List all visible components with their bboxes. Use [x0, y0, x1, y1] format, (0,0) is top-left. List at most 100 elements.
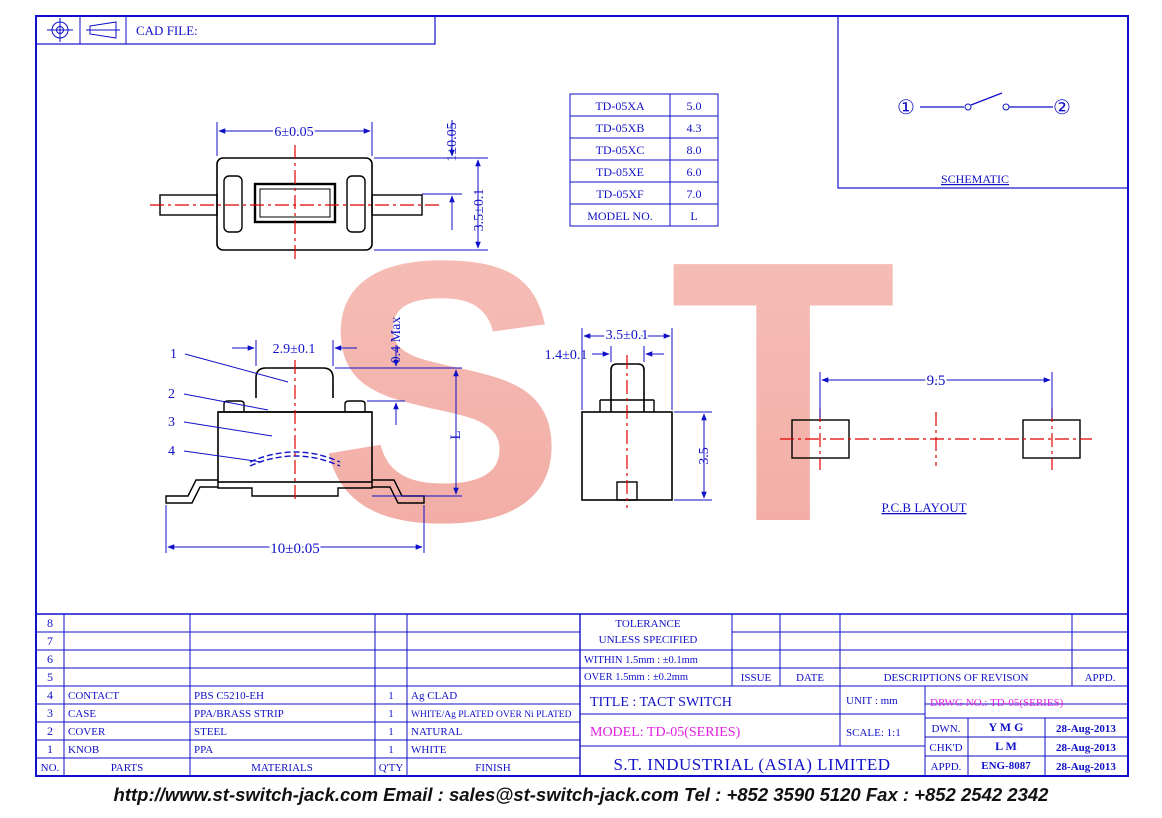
revision-date: DATE — [796, 672, 824, 684]
dim-side-base: 10±0.05 — [270, 541, 319, 557]
dim-top-h1: 1±0.05 — [445, 122, 460, 161]
dwn-name: Y M G — [989, 720, 1024, 734]
bom-material: PBS C5210-EH — [194, 690, 264, 702]
value-cell: 8.0 — [687, 143, 702, 157]
appd-date: 28-Aug-2013 — [1056, 761, 1116, 773]
side-view: 2.9±0.1 0.4 Max L 10±0.05 10±0.05 1 2 3 … — [165, 317, 464, 559]
svg-text:3.5±0.1: 3.5±0.1 — [606, 328, 649, 343]
dim-end-knob: 1.4±0.1 — [545, 348, 588, 363]
bom-part: CONTACT — [68, 690, 119, 702]
model-cell: TD-05XE — [596, 165, 644, 179]
revision-issue: ISSUE — [741, 672, 772, 684]
appd-label: APPD. — [931, 761, 962, 773]
tolerance-block: TOLERANCE UNLESS SPECIFIED WITHIN 1.5mm … — [580, 614, 1128, 686]
value-cell: 7.0 — [687, 187, 702, 201]
top-view: 6±0.05 6±0.05 1±0.05 3.5±0.1 — [150, 120, 488, 262]
bom-row-number: 2 — [47, 724, 53, 738]
bom-part: CASE — [68, 708, 96, 720]
bom-row-number: 5 — [47, 670, 53, 684]
company-name: S.T. INDUSTRIAL (ASIA) LIMITED — [613, 755, 890, 774]
sheet-border — [35, 15, 1129, 777]
model-cell: TD-05XC — [596, 143, 645, 157]
appd-name: ENG-8087 — [981, 760, 1031, 772]
schematic-pin1: ① — [897, 97, 915, 119]
bom-finish: WHITE/Ag PLATED OVER Ni PLATED — [411, 710, 572, 720]
bom-header-materials: MATERIALS — [251, 762, 313, 774]
bom-header-no: NO. — [41, 762, 60, 774]
bom-table: 8 7 6 5 4 CONTACT PBS C5210-EH 1 Ag CLAD… — [36, 613, 1128, 776]
tolerance-subtitle: UNLESS SPECIFIED — [599, 634, 698, 646]
revision-appd: APPD. — [1085, 672, 1116, 684]
title-block: TITLE : TACT SWITCH MODEL: TD-05(SERIES)… — [580, 686, 1128, 776]
value-header: L — [690, 209, 697, 223]
bom-header-parts: PARTS — [111, 762, 144, 774]
dim-pcb-pitch: 9.5 — [927, 373, 946, 389]
bom-material: PPA — [194, 744, 213, 756]
pcb-label: P.C.B LAYOUT — [881, 500, 966, 515]
bom-part: COVER — [68, 726, 106, 738]
schematic-label: SCHEMATIC — [941, 172, 1009, 186]
drawing-title: TITLE : TACT SWITCH — [590, 695, 732, 710]
bom-row-number: 7 — [47, 634, 53, 648]
bom-finish: WHITE — [411, 744, 447, 756]
svg-text:6±0.05: 6±0.05 — [274, 125, 313, 140]
bom-qty: 1 — [388, 708, 394, 720]
dim-side-L: L — [448, 430, 464, 439]
tolerance-title: TOLERANCE — [615, 618, 680, 630]
projection-circle-icon — [47, 18, 73, 42]
watermark-text: S T — [318, 183, 897, 599]
callout-4: 4 — [168, 444, 175, 459]
tolerance-over: OVER 1.5mm : ±0.2mm — [584, 672, 688, 683]
value-cell: 6.0 — [687, 165, 702, 179]
callout-3: 3 — [168, 415, 175, 430]
bom-qty: 1 — [388, 726, 394, 738]
watermark: S T — [318, 183, 897, 599]
cad-file-label: CAD FILE: — [136, 23, 198, 38]
tolerance-within: WITHIN 1.5mm : ±0.1mm — [584, 655, 698, 666]
dim-side-knob: 2.9±0.1 — [273, 342, 316, 357]
callout-2: 2 — [168, 387, 175, 402]
bom-material: STEEL — [194, 726, 227, 738]
dwn-label: DWN. — [931, 723, 960, 735]
bom-row-number: 6 — [47, 652, 53, 666]
model-cell: TD-05XF — [596, 187, 644, 201]
dim-end-width: 3.5±0.1 — [606, 328, 649, 343]
bom-row-number: 1 — [47, 742, 53, 756]
bom-row-number: 8 — [47, 616, 53, 630]
dim-side-gap: 0.4 Max — [389, 317, 404, 364]
projection-cone-icon — [86, 21, 120, 39]
bom-qty: 1 — [388, 690, 394, 702]
unit-label: UNIT : mm — [846, 695, 898, 707]
schematic-pin2: ② — [1053, 97, 1071, 119]
chk-date: 28-Aug-2013 — [1056, 742, 1116, 754]
bom-row-number: 4 — [47, 688, 53, 702]
schematic-box: ① ② SCHEMATIC — [837, 15, 1129, 189]
model-table: TD-05XA 5.0 TD-05XB 4.3 TD-05XC 8.0 TD-0… — [569, 93, 719, 227]
drawing-number: DRWG NO.: TD-05(SERIES) — [930, 697, 1064, 709]
dim-end-height: 3.5 — [697, 447, 712, 465]
revision-desc: DESCRIPTIONS OF REVISON — [884, 672, 1029, 684]
callout-1: 1 — [170, 347, 177, 362]
model-header: MODEL NO. — [587, 209, 653, 223]
drawing-model: MODEL: TD-05(SERIES) — [590, 725, 741, 740]
value-cell: 5.0 — [687, 99, 702, 113]
end-view: 3.5±0.1 3.5±0.1 1.4±0.1 3.5 — [545, 326, 712, 508]
model-cell: TD-05XB — [596, 121, 645, 135]
bom-part: KNOB — [68, 744, 99, 756]
bom-material: PPA/BRASS STRIP — [194, 708, 284, 720]
value-cell: 4.3 — [687, 121, 702, 135]
switch-contact-icon — [970, 92, 1003, 106]
dim-top-width: 6±0.05 — [274, 125, 313, 140]
bom-qty: 1 — [388, 744, 394, 756]
pcb-layout: 9.5 9.5 P.C.B LAYOUT — [780, 371, 1092, 515]
bom-header-finish: FINISH — [475, 762, 511, 774]
svg-text:10±0.05: 10±0.05 — [270, 541, 319, 557]
bom-finish: Ag CLAD — [411, 690, 457, 702]
svg-text:9.5: 9.5 — [927, 373, 946, 389]
scale-label: SCALE: 1:1 — [846, 727, 901, 739]
chk-name: L M — [995, 739, 1017, 753]
header-box: CAD FILE: — [35, 15, 436, 45]
chk-label: CHK'D — [929, 742, 962, 754]
dwn-date: 28-Aug-2013 — [1056, 723, 1116, 735]
